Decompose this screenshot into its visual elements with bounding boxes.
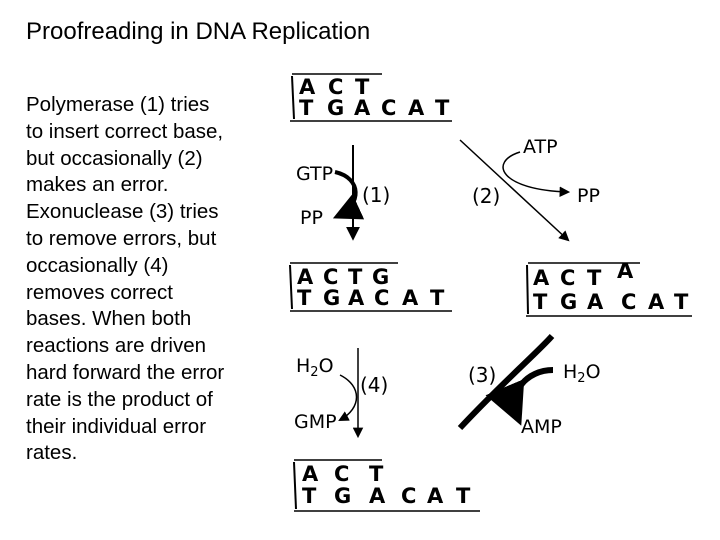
base-upper: C [328,75,343,99]
base-upper: T [348,265,363,289]
paragraph-line: occasionally (4) [26,253,169,277]
dna-strand-bottom: A C T T G A C A T [293,459,480,512]
paragraph-line: makes an error. [26,173,169,197]
step-2-error: ATP PP (2) [459,136,600,242]
base-lower: A [648,290,665,314]
base-lower: T [435,96,450,120]
base-lower: A [348,286,365,310]
base-upper: T [369,462,384,486]
base-upper-mismatch: A [617,259,634,283]
base-lower: A [587,290,604,314]
base-lower: T [430,286,445,310]
paragraph-line: reactions are driven [26,334,207,358]
step-4-label: (4) [360,373,388,397]
paragraph-line: hard forward the error [26,360,225,384]
base-upper: C [560,266,575,290]
paragraph-line: their individual error [26,414,207,438]
base-lower: A [402,286,419,310]
pp-label-left: PP [300,207,323,229]
base-lower: C [374,286,389,310]
base-lower: G [560,290,577,314]
base-lower: T [533,290,548,314]
h2o-label-right: H2O [563,361,601,386]
step-1-label: (1) [362,183,390,207]
base-lower: T [456,484,471,508]
gmp-label: GMP [294,411,337,433]
base-lower: G [334,484,351,508]
base-lower: A [408,96,425,120]
dna-strand-middle-right: A C T A T G A C A T [526,259,692,317]
paragraph-line: to remove errors, but [26,226,217,250]
base-lower: C [401,484,416,508]
pp-label-right: PP [577,185,600,207]
base-lower: G [327,96,344,120]
explanation-paragraph: Polymerase (1) tries to insert correct b… [26,92,266,467]
base-lower: A [427,484,444,508]
base-lower: T [674,290,689,314]
paragraph-line: to insert correct base, [26,119,224,143]
paragraph-line: rate is the product of [26,387,213,411]
slide-title: Proofreading in DNA Replication [26,18,371,45]
base-upper: A [299,75,316,99]
base-upper: A [533,266,550,290]
base-lower: G [323,286,340,310]
step-1-insertion: GTP PP (1) [296,145,390,241]
paragraph-line: but occasionally (2) [26,146,203,170]
h2o-label-left: H2O [296,355,334,380]
base-upper: T [355,75,370,99]
base-upper: G [372,265,389,289]
base-lower: T [299,96,314,120]
dna-strand-top: A C T T G A C A T [290,73,452,122]
base-upper: T [587,266,602,290]
base-lower: C [381,96,396,120]
step-4-removal: H2O GMP (4) [294,348,388,439]
base-upper: C [334,462,349,486]
base-upper: A [302,462,319,486]
base-lower: T [302,484,317,508]
base-lower: T [297,286,312,310]
base-lower: A [369,484,386,508]
atp-label: ATP [523,136,558,158]
paragraph-line: removes correct [26,280,173,304]
step-3-label: (3) [468,363,496,387]
base-lower: A [354,96,371,120]
base-upper: C [323,265,338,289]
amp-label: AMP [521,416,562,438]
paragraph-line: Polymerase (1) tries [26,93,210,116]
dna-strand-middle-left: A C T G T G A C A T [289,262,452,312]
base-lower: C [621,290,636,314]
base-upper: A [297,265,314,289]
step-2-label: (2) [472,184,500,208]
step-3-exonuclease: H2O AMP (3) [457,334,601,438]
paragraph-line: bases. When both [26,307,192,331]
paragraph-line: Exonuclease (3) tries [26,200,219,224]
paragraph-line: rates. [26,441,78,465]
gtp-label: GTP [296,163,333,185]
